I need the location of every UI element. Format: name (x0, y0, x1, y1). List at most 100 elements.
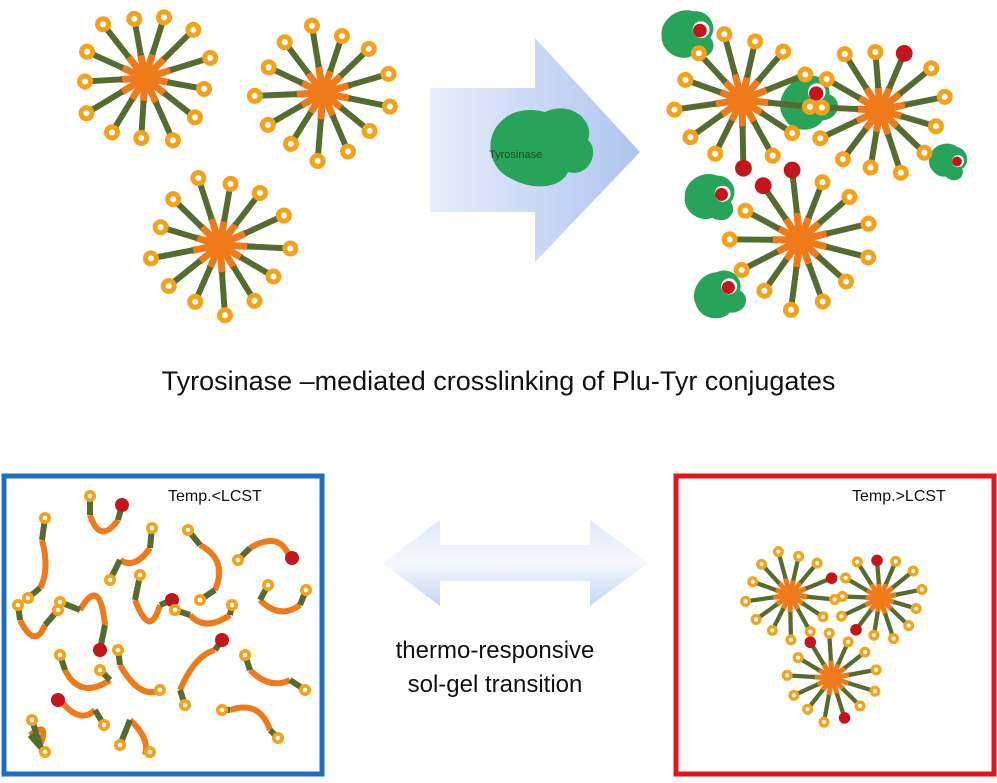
tyrosine-ring-hole (43, 750, 48, 755)
plu-tyr-micelle (247, 18, 398, 169)
tyrosine-ring-hole (150, 526, 155, 531)
tyrosine-ring-hole (270, 273, 276, 279)
peo-arm-segment (905, 98, 939, 105)
peo-arm-segment (806, 580, 828, 589)
ppo-core-segment (230, 708, 270, 731)
tyrosine-ring-hole (158, 688, 163, 693)
ppo-core-segment (141, 55, 143, 68)
tyrosine-ring-hole (789, 130, 795, 136)
tyrosine-ring-hole (265, 122, 271, 128)
tyrosine-ring-hole (148, 750, 153, 755)
peo-arm-segment (135, 24, 141, 55)
ppo-core-segment (786, 578, 788, 585)
ppo-core-segment (130, 720, 146, 755)
peo-arm-segment (695, 114, 722, 134)
ppo-core-segment (829, 688, 830, 695)
tyrosine-ring-hole (868, 164, 874, 170)
crosslink-dot (93, 643, 107, 657)
ppo-core-segment (773, 596, 780, 597)
peo-arm-segment (764, 567, 779, 583)
tyrosine-ring-hole (98, 668, 103, 673)
tyrosine-ring-hole (220, 708, 225, 713)
tyrosine-ring-hole (863, 650, 867, 654)
peo-arm-segment (235, 197, 256, 225)
crosslink-dot (784, 162, 801, 179)
peo-arm-segment (156, 102, 171, 135)
crosslink-dot (896, 45, 913, 62)
tyrosine-ring-hole (894, 559, 898, 563)
tyrosine-ring-hole (776, 550, 780, 554)
peo-arm-segment (797, 685, 817, 694)
micelle-core (314, 84, 332, 102)
tyrosine-ring-hole (921, 150, 927, 156)
tyrosine-ring-hole (186, 528, 191, 533)
tyrosine-ring-hole (754, 617, 758, 621)
peo-arm-segment (341, 107, 366, 127)
tyrosine-ring-hole (26, 596, 31, 601)
peo-arm-segment (91, 79, 123, 81)
tyrosine-ring-hole (195, 175, 201, 181)
tyrosine-ring-hole (770, 153, 776, 159)
ppo-core-segment (20, 620, 45, 636)
tyrosine-ring-hole (840, 594, 844, 598)
peo-arm-segment (348, 75, 383, 85)
ppo-core-segment (148, 55, 152, 69)
tyrosine-ring-hole (30, 718, 35, 723)
crosslink-dot (51, 693, 65, 707)
tyrosine-ring-hole (760, 562, 764, 566)
peo-arm-segment (875, 612, 878, 631)
ppo-core-segment (193, 247, 210, 250)
peo-arm-segment (894, 602, 913, 607)
peo-arm-segment (759, 604, 777, 617)
tyrosine-ring-hole (802, 71, 808, 77)
peo-arm-segment (846, 597, 866, 598)
tyrosine-ring-hole (252, 93, 258, 99)
peo-arm-segment (859, 565, 871, 584)
peo-arm-segment (849, 671, 872, 675)
peo-arm-segment (877, 564, 879, 584)
peo-arm-segment (810, 690, 823, 706)
tyrosine-ring-hole (815, 561, 819, 565)
tyrosine-ring-hole (846, 640, 850, 644)
tyrosine-ring-hole (16, 603, 21, 608)
transition-double-arrow (383, 520, 648, 606)
peo-arm-segment (233, 266, 251, 296)
transition-caption-line2: sol-gel transition (330, 668, 660, 702)
ppo-core-segment (839, 685, 843, 689)
peo-arm-segment (106, 29, 128, 58)
tyrosine-ring-hole (827, 631, 831, 635)
tyrosine-ring-hole (58, 653, 63, 658)
peo-arm-segment (843, 689, 858, 704)
box-above-lcst (676, 476, 994, 774)
peo-arm-segment (825, 121, 857, 136)
micelle-core (211, 236, 229, 254)
tyrosine-ring-hole (266, 583, 271, 588)
peo-arm-segment (809, 264, 821, 297)
peo-arm-segment (726, 40, 735, 75)
peo-arm-segment (164, 93, 190, 114)
ppo-core-segment (871, 606, 874, 610)
tyrosine-ring-hole (288, 141, 294, 147)
peo-arm-segment (896, 590, 918, 594)
ppo-core-segment (135, 600, 160, 621)
tyrosine-ring-hole (282, 39, 288, 45)
plu-tyr-micelle (836, 555, 928, 644)
ppo-core-segment (871, 584, 874, 589)
tyrosine-ring-hole (236, 558, 241, 563)
micelle-core (136, 69, 154, 87)
peo-arm-segment (168, 82, 199, 88)
plu-tyr-micelle (782, 628, 882, 728)
tyrosine-ring-hole (911, 569, 915, 573)
ppo-core-segment (835, 688, 837, 694)
unimer-chain (51, 693, 110, 731)
ppo-core-segment (796, 583, 800, 588)
tyrosine-ring-hole (366, 46, 372, 52)
peo-arm-segment (766, 190, 786, 219)
ppo-core-segment (319, 67, 322, 83)
peo-arm-segment (900, 72, 927, 94)
ppo-core-segment (120, 665, 160, 692)
tyrosine-ring-hole (315, 158, 321, 164)
peo-arm-segment (791, 676, 815, 677)
tyrosine-ring-hole (920, 587, 924, 591)
peo-arm-segment (768, 103, 804, 107)
